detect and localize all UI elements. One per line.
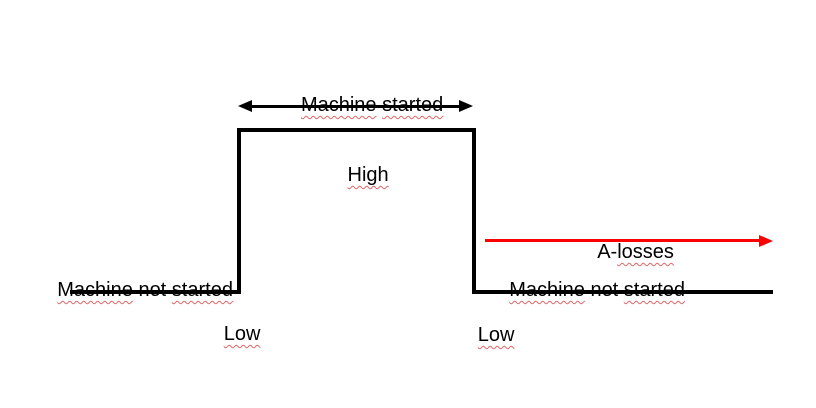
label-word: Low [477,324,515,346]
label-word: not [132,279,172,301]
label-word: Low [223,323,261,345]
arrowhead-right [459,100,473,112]
label-high: High [325,139,389,211]
arrow-shaft [485,239,760,242]
label-word: started [623,279,685,301]
label-machine-not-started-left: Machine not started [35,254,233,326]
label-word: Machine [509,279,585,301]
label-word: losses [617,241,674,263]
label-word: started [382,94,444,116]
signal-low-segment-right [472,290,773,294]
arrowhead-right [759,235,773,247]
label-machine-not-started-right: Machine not started [487,254,685,326]
label-a-losses: A-losses [576,216,674,288]
label-low-left: Low [202,298,261,370]
label-machine-started: Machine started [279,69,444,141]
label-word: Machine [57,279,133,301]
label-word: started [171,279,233,301]
label-word: High [347,164,389,186]
label-word: A- [597,241,618,263]
label-word: Machine [300,94,377,116]
arrow-shaft [250,105,462,108]
signal-falling-edge [472,128,476,294]
signal-high-segment [237,128,476,132]
label-word: not [584,279,624,301]
signal-low-segment-left [70,290,241,294]
label-low-right: Low [456,299,515,371]
arrowhead-left [238,100,252,112]
signal-rising-edge [237,128,241,294]
